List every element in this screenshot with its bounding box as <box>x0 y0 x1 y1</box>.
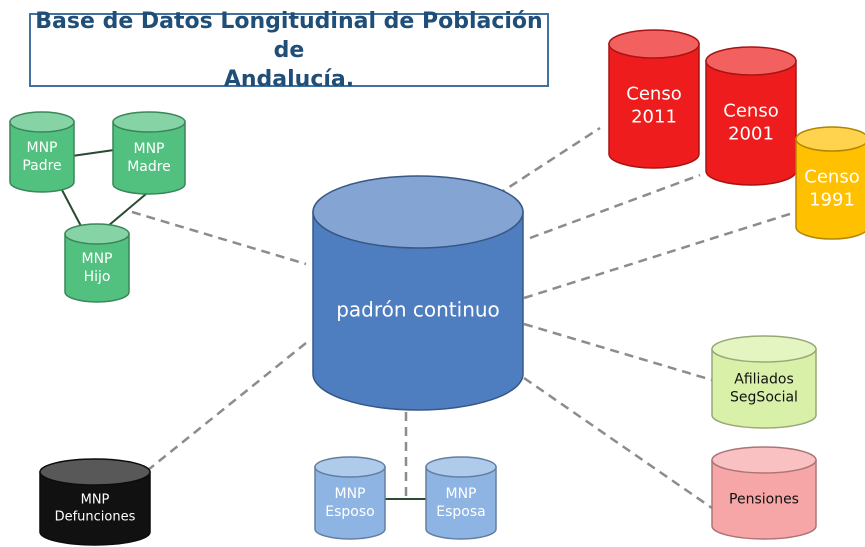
cylinder-top <box>608 29 700 59</box>
cylinder-body <box>312 211 524 411</box>
node-label-line: Censo <box>723 100 778 121</box>
cylinder-top <box>425 456 497 478</box>
cylinder-top <box>112 111 186 133</box>
cylinder-top <box>711 446 817 474</box>
node-label-line: padrón continuo <box>336 298 500 322</box>
cylinder-top <box>711 335 817 363</box>
cylinder-body <box>112 121 186 195</box>
node-label-line: Pensiones <box>729 492 799 508</box>
node-label-line: Censo <box>626 83 681 104</box>
mnp-hijo-db: MNP Hijo <box>64 223 130 303</box>
connector-censo2001 <box>529 173 701 240</box>
connector-pensiones <box>523 376 713 510</box>
title-line-1: Base de Datos Longitudinal de Población … <box>35 8 543 63</box>
censo-1991-db: Censo 1991 <box>795 126 865 240</box>
cylinder-top <box>312 175 524 249</box>
node-label-line: MNP <box>82 251 113 267</box>
title-line-2: Andalucía. <box>223 66 355 92</box>
cylinder-body <box>39 471 151 546</box>
pensiones-db: Pensiones <box>711 446 817 540</box>
link-padre-hijo <box>61 189 83 229</box>
node-label-line: Hijo <box>84 269 111 285</box>
mnp-madre-db: MNP Madre <box>112 111 186 195</box>
link-madre-hijo <box>107 193 147 227</box>
node-label-line: Padre <box>22 158 61 174</box>
cylinder-top <box>39 458 151 486</box>
censo-2001-db: Censo 2001 <box>705 46 797 186</box>
title-box: Base de Datos Longitudinal de Población … <box>29 9 549 92</box>
node-label-line: MNP <box>446 486 477 502</box>
mnp-esposa-db: MNP Esposa <box>425 456 497 540</box>
cylinder-body <box>425 466 497 540</box>
cylinder-top <box>705 46 797 76</box>
node-label-line: MNP <box>335 486 366 502</box>
censo-2011-db: Censo 2011 <box>608 29 700 169</box>
link-padre-madre <box>71 149 115 157</box>
cylinder-body <box>711 348 817 429</box>
node-label-line: 1991 <box>809 190 855 211</box>
connector-censo1991 <box>523 210 797 300</box>
cylinder-body <box>705 60 797 186</box>
cylinder-body <box>795 138 865 240</box>
node-label-line: MNP <box>134 141 165 157</box>
title-text: Base de Datos Longitudinal de Población … <box>31 7 547 94</box>
connectors <box>61 126 797 510</box>
mnp-esposo-db: MNP Esposo <box>314 456 386 540</box>
node-label-line: 2001 <box>728 124 774 145</box>
nodes: padrón continuoMNPPadreMNPMadreMNPHijoCe… <box>9 29 865 546</box>
padron-continuo-db: padrón continuo <box>312 175 524 411</box>
cylinder-body <box>711 459 817 540</box>
connector-afiliados <box>523 322 713 382</box>
cylinder-top <box>795 126 865 152</box>
cylinder-top <box>64 223 130 245</box>
connector-censo2011 <box>496 126 601 197</box>
node-label-line: Madre <box>127 159 171 175</box>
node-label-line: SegSocial <box>730 390 798 406</box>
cylinder-body <box>64 233 130 303</box>
cylinder-top <box>314 456 386 478</box>
node-label-line: MNP <box>81 493 110 508</box>
node-label-line: Censo <box>804 166 859 187</box>
node-label-line: Esposa <box>436 504 485 520</box>
cylinder-body <box>314 466 386 540</box>
connector-hijo-padron <box>131 210 307 266</box>
node-label-line: Defunciones <box>55 509 136 524</box>
cylinder-body <box>9 121 75 193</box>
node-label-line: Esposo <box>325 504 374 520</box>
connector-defunciones <box>147 342 307 471</box>
node-label-line: Afiliados <box>734 371 794 387</box>
cylinder-body <box>608 43 700 169</box>
mnp-padre-db: MNP Padre <box>9 111 75 193</box>
cylinder-top <box>9 111 75 133</box>
node-label-line: 2011 <box>631 107 677 128</box>
node-label-line: MNP <box>27 140 58 156</box>
